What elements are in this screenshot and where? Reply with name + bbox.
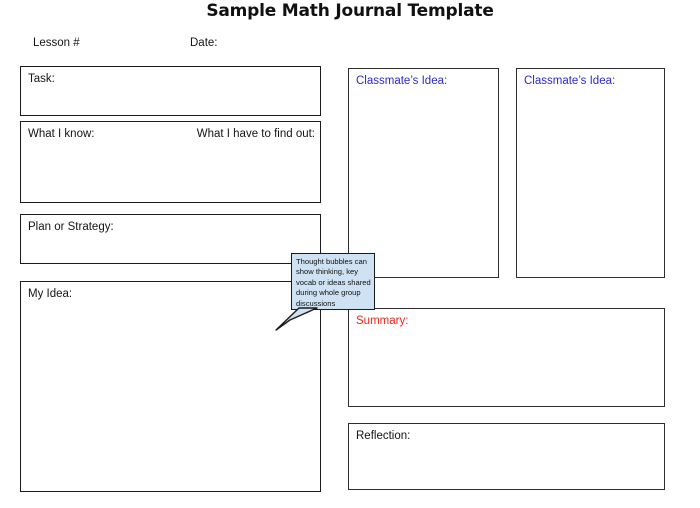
date-label: Date: <box>190 37 218 49</box>
thought-bubble-tail-icon <box>275 307 318 331</box>
classmate-idea-box-2[interactable]: Classmate’s Idea: <box>516 68 665 278</box>
thought-bubble-text: Thought bubbles can show thinking, key v… <box>296 257 371 308</box>
classmate-idea-label-1: Classmate’s Idea: <box>356 75 448 87</box>
reflection-box[interactable]: Reflection: <box>348 423 665 490</box>
lesson-number-label: Lesson # <box>33 37 80 49</box>
what-i-know-box[interactable]: What I know: What I have to find out: <box>20 121 321 203</box>
classmate-idea-box-1[interactable]: Classmate’s Idea: <box>348 68 499 278</box>
task-box[interactable]: Task: <box>20 66 321 116</box>
thought-bubble-callout: Thought bubbles can show thinking, key v… <box>291 253 375 310</box>
plan-or-strategy-box[interactable]: Plan or Strategy: <box>20 214 321 264</box>
what-to-find-out-label: What I have to find out: <box>196 128 315 140</box>
summary-label: Summary: <box>356 315 409 327</box>
my-idea-label: My Idea: <box>28 288 73 300</box>
summary-box[interactable]: Summary: <box>348 308 665 407</box>
reflection-label: Reflection: <box>356 430 411 442</box>
page-title: Sample Math Journal Template <box>206 1 494 21</box>
what-i-know-label: What I know: <box>28 128 95 140</box>
task-label: Task: <box>28 73 55 85</box>
classmate-idea-label-2: Classmate’s Idea: <box>524 75 616 87</box>
plan-or-strategy-label: Plan or Strategy: <box>28 221 114 233</box>
my-idea-box[interactable]: My Idea: <box>20 281 321 492</box>
